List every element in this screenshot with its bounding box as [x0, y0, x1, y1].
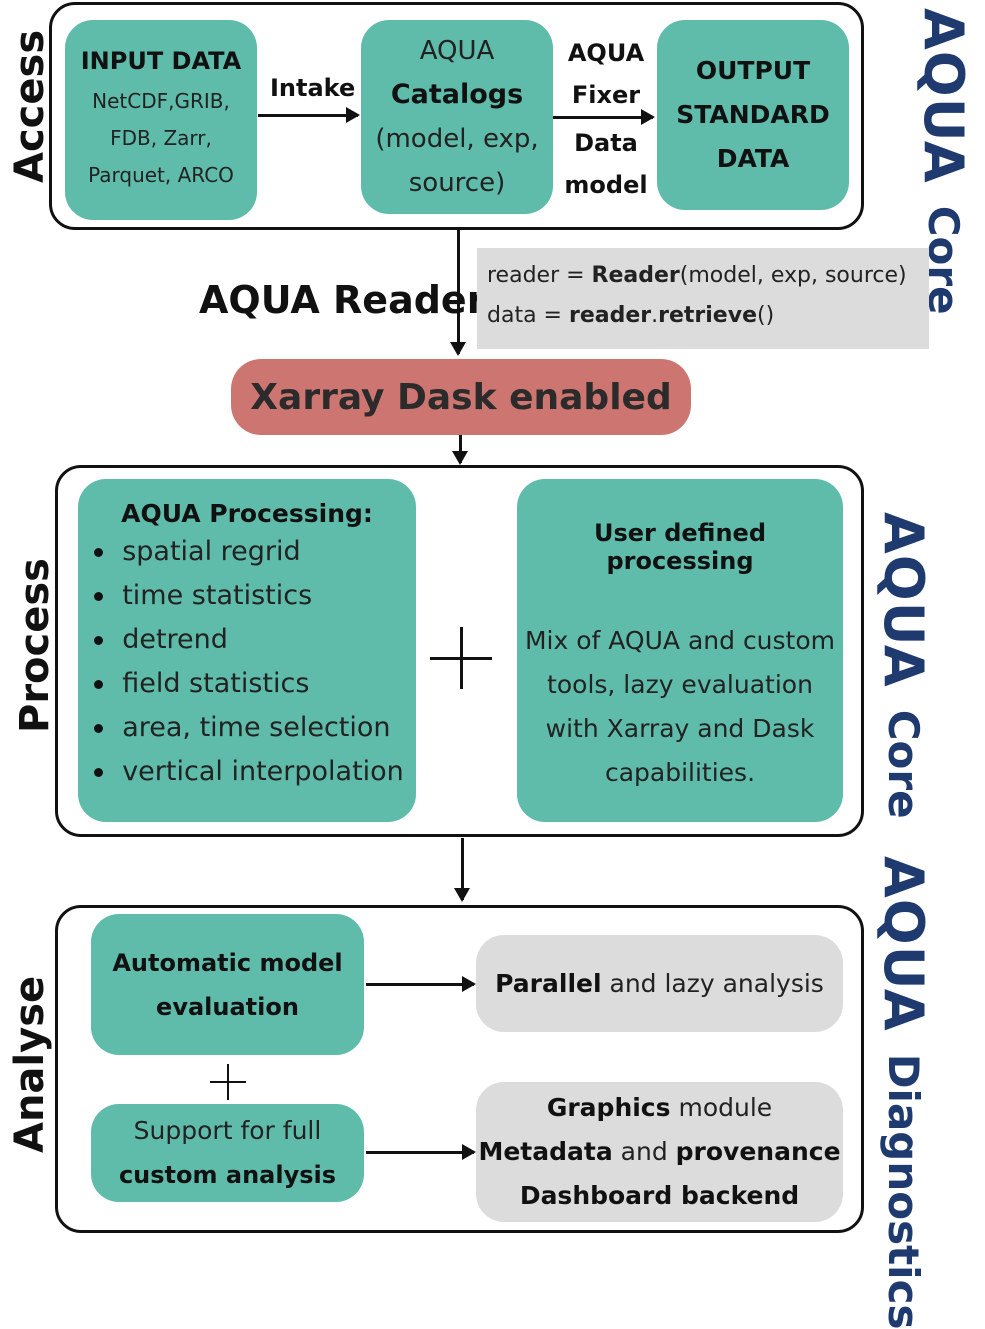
reader-arrow: [450, 230, 466, 356]
list-item: time statistics: [90, 574, 404, 618]
aqua-processing-list: spatial regrid time statistics detrend f…: [90, 530, 404, 794]
output-line: DATA: [716, 144, 790, 173]
access-section-label: Access: [7, 29, 53, 183]
aqua-core-logo: AQUA Core: [872, 512, 935, 819]
catalogs-title: Catalogs: [390, 79, 524, 110]
aqua-processing-box: AQUA Processing: spatial regrid time sta…: [78, 479, 416, 822]
list-item: vertical interpolation: [90, 750, 404, 794]
metadata-mid: and: [612, 1137, 676, 1166]
aqua-processing-title: AQUA Processing:: [121, 499, 373, 528]
plus-icon: [210, 1064, 246, 1100]
fixer-arrow: [553, 109, 655, 125]
plus-icon: [430, 627, 492, 689]
code-bold: retrieve: [658, 303, 757, 328]
xarray-arrow: [452, 435, 468, 465]
code-text: .: [651, 303, 659, 328]
retrieve-code-line: data = reader.retrieve(): [487, 296, 919, 336]
graphics-line: Graphics module: [547, 1086, 772, 1130]
fixer-line: Fixer: [571, 81, 641, 109]
output-line: STANDARD: [676, 100, 830, 129]
code-text: (): [757, 303, 775, 328]
aqua-diagnostics-logo: AQUA Diagnostics: [872, 856, 935, 1329]
user-processing-title: User defined processing: [593, 519, 767, 575]
output-line: OUTPUT: [695, 56, 811, 85]
aqua-logo-text: AQUA: [872, 512, 935, 688]
graphics-metadata-box: Graphics module Metadata and provenance …: [476, 1082, 843, 1222]
aqua-reader-label: AQUA Reader: [199, 278, 486, 322]
graphics-rest: module: [670, 1093, 773, 1122]
data-model-label: Data model: [556, 122, 656, 206]
intake-label: Intake: [270, 74, 356, 102]
parallel-analysis-text: Parallel and lazy analysis: [495, 969, 824, 998]
analyse-section-label: Analyse: [7, 975, 53, 1153]
user-processing-line: capabilities.: [604, 758, 756, 787]
user-defined-processing-box: User defined processing Mix of AQUA and …: [517, 479, 843, 822]
fixer-line: AQUA: [567, 39, 645, 67]
input-data-title: INPUT DATA: [80, 46, 242, 75]
auto-eval-arrow: [366, 976, 476, 992]
xarray-dask-box: Xarray Dask enabled: [231, 359, 691, 435]
list-item: field statistics: [90, 662, 404, 706]
aqua-logo-text: AQUA: [912, 8, 975, 184]
dashboard-line: Dashboard backend: [519, 1181, 800, 1210]
reader-code-block: reader = Reader(model, exp, source) data…: [477, 248, 929, 349]
catalogs-args: source): [408, 168, 506, 198]
metadata-bold: Metadata: [478, 1137, 613, 1166]
data-model-line: model: [564, 171, 648, 199]
aqua-logo-subtitle: Diagnostics: [879, 1053, 928, 1329]
code-bold: reader: [568, 303, 652, 328]
code-text: data =: [487, 303, 569, 328]
fixer-label: AQUA Fixer: [556, 32, 656, 116]
output-standard-data-box: OUTPUT STANDARD DATA: [657, 20, 849, 210]
parallel-analysis-box: Parallel and lazy analysis: [476, 935, 843, 1032]
custom-analysis-arrow: [366, 1144, 476, 1160]
provenance-bold: provenance: [675, 1137, 841, 1166]
list-item: spatial regrid: [90, 530, 404, 574]
xarray-dask-label: Xarray Dask enabled: [250, 376, 672, 418]
list-item: area, time selection: [90, 706, 404, 750]
data-model-line: Data: [574, 129, 638, 157]
aqua-logo-subtitle: Core: [879, 709, 928, 819]
support-line: custom analysis: [118, 1161, 337, 1189]
parallel-rest: and lazy analysis: [601, 969, 824, 998]
input-format-line: Parquet, ARCO: [88, 162, 234, 187]
input-format-line: FDB, Zarr,: [110, 125, 212, 150]
intake-arrow: [258, 107, 360, 123]
parallel-bold: Parallel: [495, 969, 602, 998]
user-processing-line: with Xarray and Dask: [545, 714, 815, 743]
code-text: reader =: [487, 263, 592, 288]
code-text: (model, exp, source): [679, 263, 907, 288]
input-format-line: NetCDF,GRIB,: [92, 88, 230, 113]
custom-analysis-box: Support for full custom analysis: [91, 1104, 364, 1202]
catalogs-box: AQUA Catalogs (model, exp, source): [361, 20, 553, 214]
process-arrow: [454, 838, 470, 902]
user-processing-line: Mix of AQUA and custom: [524, 626, 836, 655]
aqua-logo-text: AQUA: [872, 856, 935, 1032]
catalogs-args: (model, exp,: [375, 124, 539, 154]
automatic-model-evaluation-box: Automatic model evaluation: [91, 914, 364, 1055]
metadata-line: Metadata and provenance: [478, 1130, 840, 1174]
graphics-bold: Graphics: [546, 1093, 671, 1122]
support-line: Support for full: [133, 1116, 322, 1145]
code-bold: Reader: [591, 263, 680, 288]
list-item: detrend: [90, 618, 404, 662]
input-data-box: INPUT DATA NetCDF,GRIB, FDB, Zarr, Parqu…: [65, 20, 257, 220]
catalogs-aqua: AQUA: [419, 36, 495, 66]
auto-eval-line: evaluation: [156, 992, 299, 1021]
user-processing-line: tools, lazy evaluation: [547, 670, 813, 699]
auto-eval-line: Automatic model: [112, 948, 343, 977]
process-section-label: Process: [12, 558, 58, 733]
reader-code-line: reader = Reader(model, exp, source): [487, 256, 919, 296]
